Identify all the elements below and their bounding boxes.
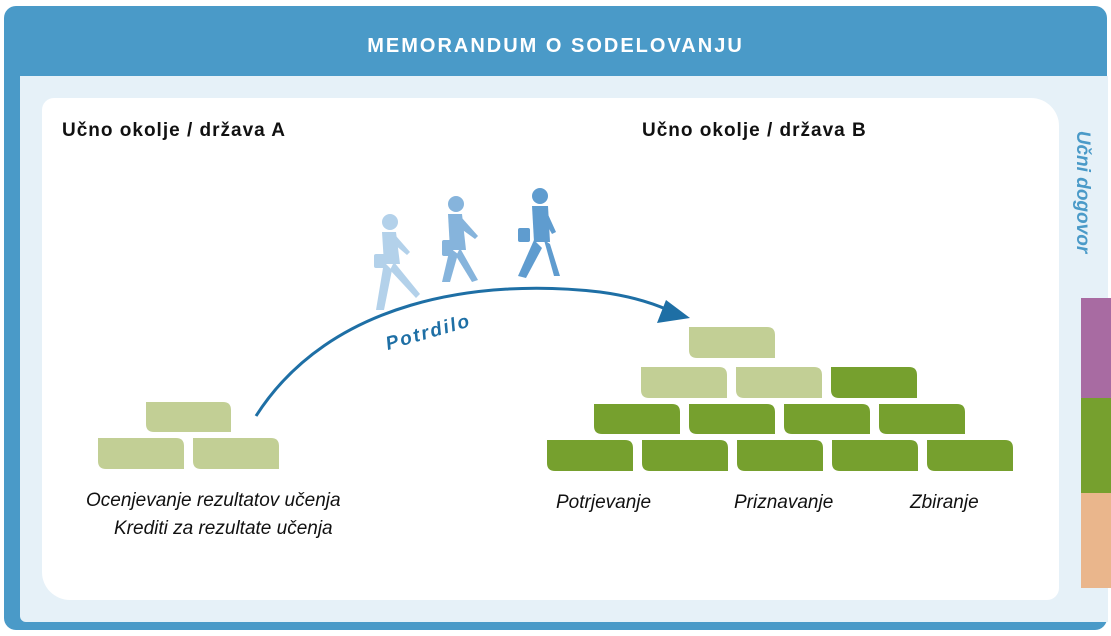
- brick: [689, 404, 775, 434]
- brick: [98, 438, 184, 469]
- tab-purple: [1081, 298, 1111, 398]
- content-card: [42, 98, 1059, 600]
- caption-right-3: Zbiranje: [910, 492, 979, 513]
- caption-left-2: Krediti za rezultate učenja: [114, 518, 333, 539]
- walking-person-icon: [518, 188, 560, 278]
- bricks-left: [98, 402, 279, 469]
- heading-left: Učno okolje / država A: [62, 120, 287, 141]
- page-title: MEMORANDUM O SODELOVANJU: [367, 35, 744, 57]
- brick: [641, 367, 727, 398]
- brick: [879, 404, 965, 434]
- brick: [594, 404, 680, 434]
- arrow-head-icon: [657, 300, 690, 323]
- brick: [832, 440, 918, 471]
- bricks-right: [547, 327, 1013, 471]
- tab-green: [1081, 398, 1111, 493]
- caption-right-1: Potrjevanje: [556, 492, 652, 513]
- brick: [784, 404, 870, 434]
- brick: [146, 402, 231, 432]
- arrow-label: Potrdilo: [383, 311, 473, 355]
- brick: [193, 438, 279, 469]
- walking-person-icon: [374, 214, 420, 310]
- brick: [927, 440, 1013, 471]
- arrow-curve: [254, 286, 669, 417]
- caption-right-2: Priznavanje: [734, 492, 834, 513]
- walking-person-icon: [442, 196, 478, 282]
- tab-peach: [1081, 493, 1111, 588]
- caption-left-1: Ocenjevanje rezultatov učenja: [86, 490, 341, 511]
- brick: [736, 367, 822, 398]
- brick: [642, 440, 728, 471]
- heading-right: Učno okolje / država B: [642, 120, 867, 141]
- brick: [737, 440, 823, 471]
- brick: [831, 367, 917, 398]
- brick: [689, 327, 775, 358]
- brick: [547, 440, 633, 471]
